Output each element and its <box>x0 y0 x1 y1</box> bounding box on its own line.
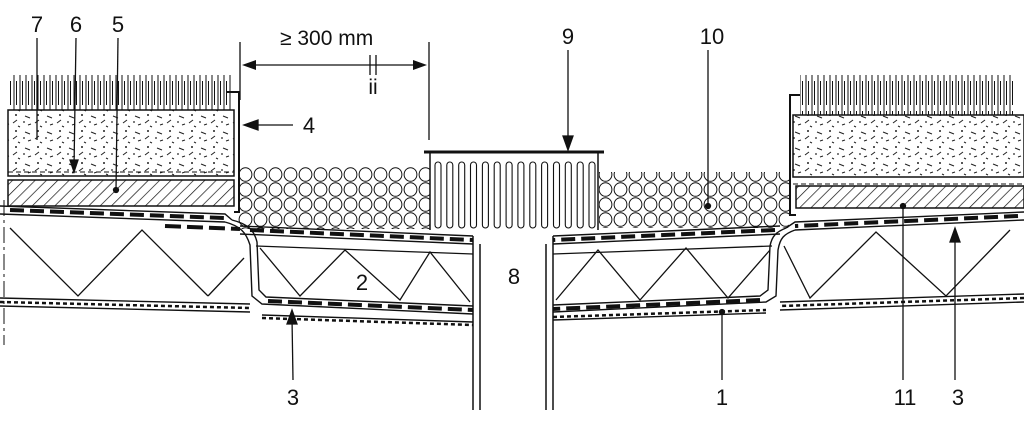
grate-slot <box>505 161 513 229</box>
grate-slot <box>434 161 442 229</box>
label-5: 5 <box>112 12 124 37</box>
grate-slot <box>529 161 537 229</box>
grate-slot <box>458 161 466 229</box>
label-2: 2 <box>356 270 368 295</box>
label-3-right: 3 <box>952 385 964 410</box>
label-7: 7 <box>31 12 43 37</box>
grate-slot <box>564 161 572 229</box>
membrane-layers <box>0 205 1024 327</box>
grate-slot <box>481 161 489 229</box>
grate-slot <box>552 161 561 229</box>
label-1: 1 <box>716 385 728 410</box>
grate-slot <box>493 161 501 229</box>
grate-slot <box>588 161 596 229</box>
left-green-roof-buildup <box>7 75 240 213</box>
gravel-left <box>238 167 430 229</box>
label-6: 6 <box>70 12 82 37</box>
label-4: 4 <box>303 113 315 138</box>
gravel-right <box>599 172 789 228</box>
callout-labels: 7 6 5 4 9 10 2 8 3 1 11 3 <box>31 12 964 410</box>
label-11: 11 <box>894 385 917 410</box>
insulation <box>9 227 1011 303</box>
grate-slot <box>446 161 454 229</box>
label-9: 9 <box>562 24 574 49</box>
grass-right <box>800 75 1014 115</box>
substrate-left <box>7 109 235 177</box>
label-3-left: 3 <box>287 385 299 410</box>
substrate-right <box>792 114 1024 178</box>
drainage-layer-right <box>795 185 1024 209</box>
dimension-300mm: ≥ 300 mm ii <box>239 27 430 140</box>
label-8: 8 <box>508 264 520 289</box>
dimension-label: ≥ 300 mm <box>280 27 373 50</box>
grate-slot <box>576 161 584 229</box>
label-10: 10 <box>700 24 724 49</box>
gravel-strip <box>238 167 789 229</box>
grass-left <box>10 75 232 110</box>
drain-pipe <box>472 236 554 410</box>
drainage-layer-left <box>7 179 235 207</box>
leader-lines <box>36 37 961 381</box>
grate-slot <box>541 161 549 229</box>
inspection-chamber <box>424 150 604 230</box>
grate-slot <box>517 161 525 229</box>
grate-slot <box>469 161 478 229</box>
dimension-break-mark: ii <box>368 76 377 99</box>
right-green-roof-buildup <box>789 75 1024 216</box>
